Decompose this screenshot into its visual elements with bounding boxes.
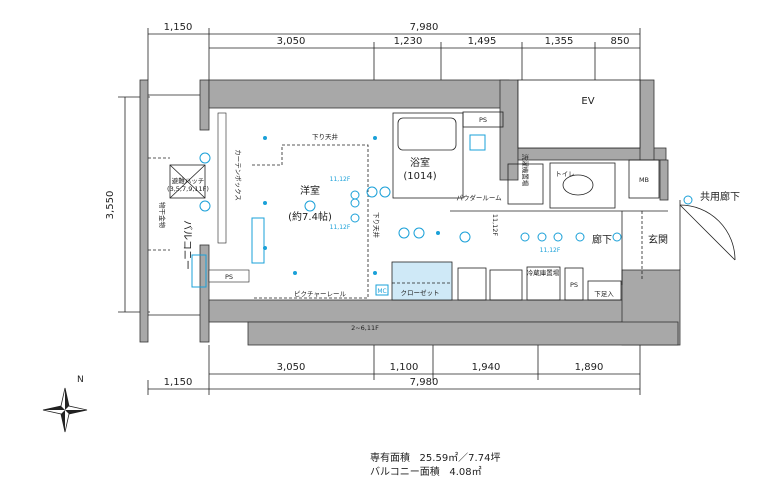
toilet-label: トイレ [555, 170, 575, 178]
shoe-cabinet-label: 下足入 [594, 290, 614, 298]
storage-row: クローゼット MC 冷蔵庫置場 PS 下足入 2~6,11F [351, 261, 622, 332]
dim-label: 1,100 [390, 362, 419, 373]
western-room: カーテンボックス 下り天井 下り天井 洋室 (約7.4帖) ピクチャーレール P… [199, 112, 391, 299]
dimension-bottom: 3,050 1,100 1,940 1,890 1,150 7,980 [147, 345, 641, 395]
dim-label: 1,150 [164, 377, 193, 388]
picture-rail-label: ピクチャーレール [294, 290, 346, 298]
balcony-area-label: バルコニー面積 [370, 467, 440, 478]
ps-label: PS [225, 273, 233, 281]
ceiling-drop-label: 下り天井 [312, 132, 339, 141]
dim-label: 1,355 [545, 36, 574, 47]
dim-label: 3,050 [277, 362, 306, 373]
dim-label: 3,550 [105, 191, 116, 220]
dim-label: 1,890 [575, 362, 604, 373]
entrance-label: 玄関 [648, 233, 668, 246]
wet-area: パウダールーム 洗濯機置場 トイレ MB [450, 154, 668, 212]
elevator-shaft [517, 79, 641, 149]
washer-space-label: 洗濯機置場 [521, 154, 530, 187]
bathroom-size: (1014) [403, 171, 436, 182]
floor-note-bottom-area: 11,12F [491, 214, 499, 237]
exclusive-area-value: 25.59㎡／7.74坪 [419, 453, 501, 464]
laundry-hanger-label: 物干金物 [158, 202, 167, 229]
exclusive-area-label: 専有面積 [370, 453, 410, 464]
floor-note-bottom: 2~6,11F [351, 324, 379, 332]
escape-hatch-floors: (3,5,7,9,11F) [167, 185, 209, 193]
dim-label: 1,150 [164, 22, 193, 33]
closet-label: クローゼット [401, 288, 440, 297]
balcony: 避難ハッチ (3,5,7,9,11F) 物干金物 バルコニー [148, 94, 209, 316]
western-room-label: 洋室 [300, 184, 320, 197]
dim-label: 3,050 [277, 36, 306, 47]
dim-label: 1,495 [468, 36, 497, 47]
bathroom: 浴室 (1014) PS [392, 111, 504, 199]
exclusive-area: 専有面積 25.59㎡／7.74坪 [370, 449, 500, 464]
floor-note: 11,12F [540, 247, 561, 254]
dim-label: 850 [610, 36, 629, 47]
ps-label: PS [479, 116, 487, 124]
dim-label: 7,980 [410, 377, 439, 388]
dim-label: 1,940 [472, 362, 501, 373]
dim-label: 7,980 [410, 22, 439, 33]
floor-note: 11,12F [330, 176, 351, 183]
compass-north-label: N [77, 375, 84, 385]
elevator-label: EV [581, 96, 594, 107]
ceiling-drop-label: 下り天井 [372, 212, 381, 239]
compass: N [42, 375, 88, 433]
mc-label: MC [377, 288, 386, 295]
dim-label: 1,230 [394, 36, 423, 47]
powder-room-label: パウダールーム [456, 193, 502, 202]
floor-note: 11,12F [330, 224, 351, 231]
hallway-label: 廊下 [592, 233, 612, 246]
curtain-box-label: カーテンボックス [234, 149, 242, 201]
bathroom-label: 浴室 [410, 156, 430, 169]
mb-label: MB [639, 176, 649, 184]
escape-hatch-label: 避難ハッチ [172, 176, 205, 185]
dimension-top: 1,150 7,980 3,050 1,230 1,495 1,355 850 [147, 22, 641, 80]
balcony-label: バルコニー [181, 220, 193, 270]
western-room-size: (約7.4帖) [288, 210, 332, 223]
walls [139, 79, 681, 346]
fridge-space-label: 冷蔵庫置場 [527, 268, 560, 277]
ps-label: PS [570, 281, 578, 289]
balcony-area-value: 4.08㎡ [449, 467, 482, 478]
balcony-area: バルコニー面積 4.08㎡ [370, 463, 482, 478]
hallway: 廊下 玄関 共用廊下 11,12F 11,12F [398, 190, 740, 285]
common-corridor-label: 共用廊下 [700, 190, 740, 203]
